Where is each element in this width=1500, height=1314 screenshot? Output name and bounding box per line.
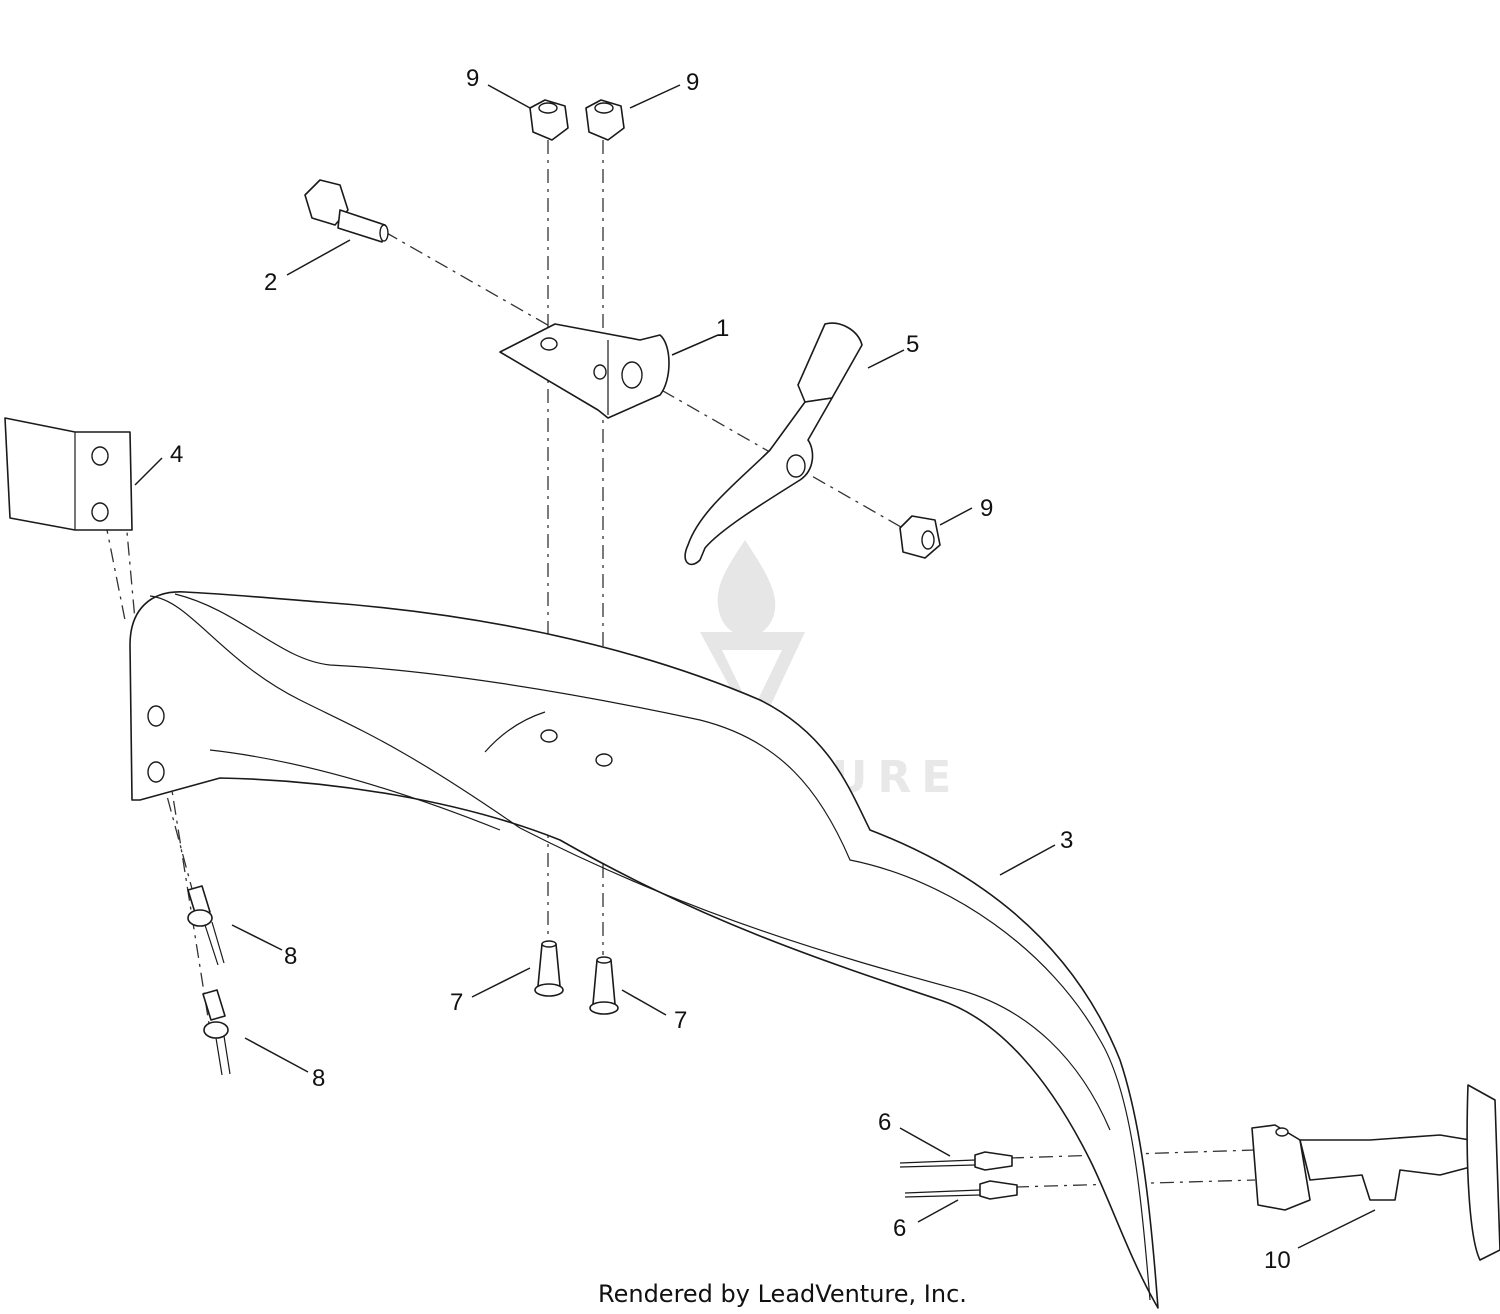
part-6-rivets [899, 1151, 1018, 1200]
leader-lines [134, 84, 1376, 1249]
callout-8a: 8 [284, 943, 297, 970]
callout-2: 2 [264, 269, 277, 296]
callout-4: 4 [170, 441, 183, 468]
callout-9c: 9 [980, 495, 993, 522]
part-3-shield [129, 591, 1159, 1309]
callout-1: 1 [716, 315, 729, 342]
callout-7a: 7 [450, 989, 463, 1016]
callout-6b: 6 [893, 1215, 906, 1242]
callout-8b: 8 [312, 1065, 325, 1092]
part-5-hook [684, 322, 863, 566]
callout-7b: 7 [674, 1007, 687, 1034]
part-8-rivets [187, 885, 231, 1076]
footer-credit: Rendered by LeadVenture, Inc. [598, 1280, 967, 1308]
callout-labels: 9 9 2 1 5 4 9 3 8 7 7 8 6 6 10 [170, 65, 1291, 1274]
callout-9b: 9 [686, 69, 699, 96]
part-7-rivets [534, 940, 619, 1015]
callout-9a: 9 [466, 65, 479, 92]
part-1-bracket [499, 323, 670, 419]
part-2-bolt [304, 179, 389, 243]
part-10-latch [1251, 1084, 1500, 1261]
part-9-nuts [529, 99, 941, 559]
callout-10: 10 [1264, 1247, 1291, 1274]
part-4-plate [4, 417, 133, 531]
callout-5: 5 [906, 331, 919, 358]
callout-3: 3 [1060, 827, 1073, 854]
callout-6a: 6 [878, 1109, 891, 1136]
